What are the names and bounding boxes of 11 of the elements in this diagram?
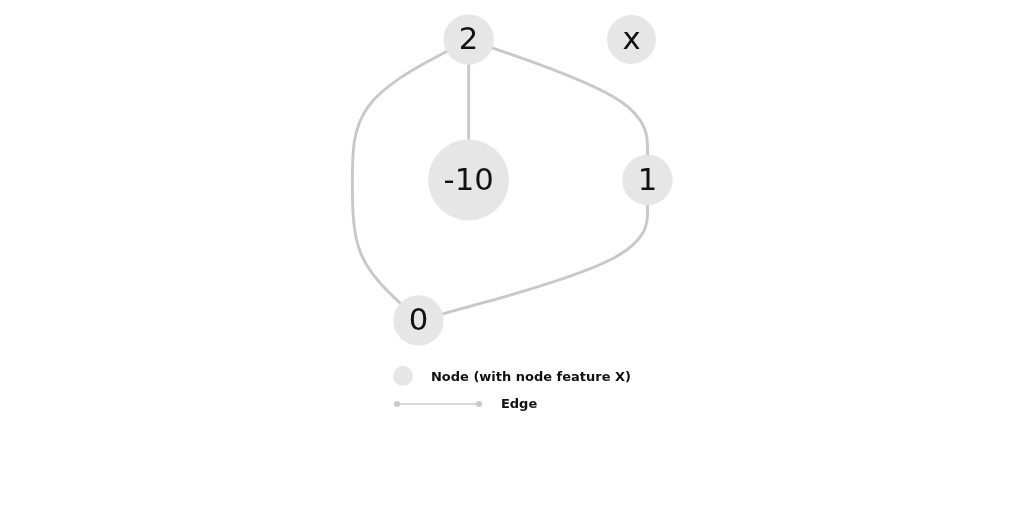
node-circle: -10: [428, 139, 510, 221]
node-circle: x: [607, 15, 656, 64]
legend-text: Edge: [500, 396, 538, 411]
legend-text: Node (with node feature X): [430, 368, 632, 384]
connector: [350, 49, 448, 305]
node-circle: 2: [443, 14, 494, 65]
node-circle: 1: [622, 154, 673, 206]
connector: [467, 63, 471, 141]
connector: [441, 204, 649, 316]
connector: [490, 46, 649, 156]
node-circle: 0: [393, 295, 444, 346]
